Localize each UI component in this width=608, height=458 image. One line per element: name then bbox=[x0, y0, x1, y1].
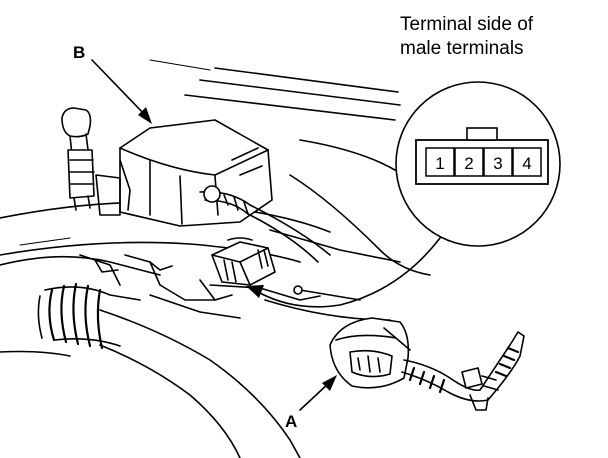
mounting-bracket bbox=[79, 254, 321, 319]
terminal-inset: 1 2 3 4 bbox=[395, 81, 561, 247]
component-a-connector bbox=[329, 317, 525, 411]
callout-b-label: B bbox=[73, 43, 85, 62]
engine-bay-background bbox=[0, 59, 431, 357]
terminal-label: 2 bbox=[464, 154, 473, 173]
magnifier-leader bbox=[246, 237, 441, 308]
terminal-label: 4 bbox=[522, 154, 531, 173]
sensor-connector bbox=[211, 237, 276, 286]
callout-b: B bbox=[73, 43, 152, 124]
terminal-cell-3 bbox=[483, 147, 513, 177]
terminal-label: 3 bbox=[493, 154, 502, 173]
callout-a-label: A bbox=[285, 412, 297, 431]
callout-a: A bbox=[285, 375, 337, 431]
upper-left-sensor bbox=[61, 107, 95, 211]
inset-caption-line2: male terminals bbox=[400, 38, 524, 59]
terminal-cell-1 bbox=[425, 147, 455, 177]
inset-caption-line1: Terminal side of bbox=[400, 14, 534, 35]
lower-hose bbox=[37, 282, 301, 458]
locking-tab bbox=[466, 127, 498, 141]
terminal-label: 1 bbox=[435, 154, 444, 173]
terminal-cell-2 bbox=[454, 147, 484, 177]
component-b-housing bbox=[95, 119, 331, 263]
terminal-cell-4 bbox=[512, 147, 542, 177]
